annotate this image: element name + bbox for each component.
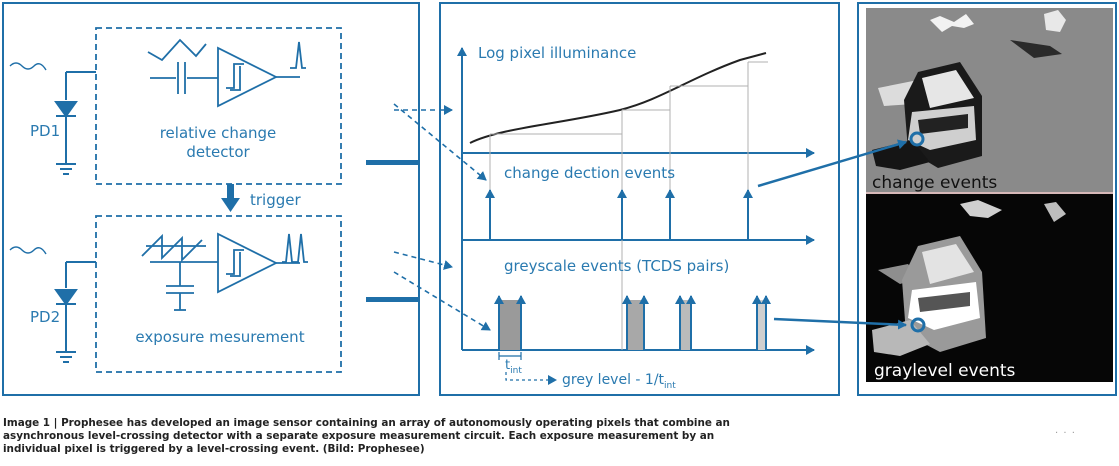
tcds-pair-arrows bbox=[494, 295, 771, 350]
page-marker-dots: · · · bbox=[1055, 428, 1076, 439]
spike-icon bbox=[282, 233, 308, 263]
tcds-bar bbox=[499, 300, 521, 350]
exposure-label: exposure mesurement bbox=[135, 328, 304, 346]
exposure-measurement-box bbox=[95, 215, 342, 373]
change-event-markers bbox=[485, 189, 753, 240]
photodiode-pd1 bbox=[9, 62, 96, 175]
middle-panel-frame bbox=[439, 2, 840, 396]
caption-line-2: asynchronous level-crossing detector wit… bbox=[3, 430, 715, 442]
light-wave-icon bbox=[9, 246, 47, 255]
dashed-connectors bbox=[393, 103, 491, 331]
pixel-architecture-diagram: PD1 relative change detector trigger bbox=[2, 2, 1117, 396]
light-wave-icon bbox=[9, 62, 47, 71]
left-panel-frame bbox=[2, 2, 420, 396]
change-detector-circuit bbox=[147, 38, 306, 108]
right-panel-frame bbox=[857, 2, 1117, 396]
trigger-label: trigger bbox=[250, 191, 301, 209]
change-events-axis-label: change dection events bbox=[504, 164, 675, 182]
figure-caption: Image 1 | Prophesee has developed an ima… bbox=[3, 417, 803, 456]
pointer-arrows-to-images bbox=[757, 139, 907, 330]
t-int-span-marker bbox=[498, 352, 557, 385]
change-detector-label-line2: detector bbox=[186, 143, 250, 161]
connector-bar-bottom bbox=[366, 297, 420, 302]
highlighted-pixel-marker bbox=[909, 131, 925, 147]
tcds-pair-bars bbox=[499, 300, 766, 350]
highlighted-pixel-marker bbox=[910, 317, 926, 333]
middle-panel-timing: Log pixel illuminance change dection eve… bbox=[393, 2, 840, 396]
caption-line-3: individual pixel is triggered by a level… bbox=[3, 443, 425, 455]
pd2-label: PD2 bbox=[30, 308, 60, 326]
comparator-amplifier-icon bbox=[217, 46, 279, 108]
hysteresis-icon bbox=[226, 63, 244, 91]
exposure-circuit bbox=[141, 232, 308, 311]
change-events-image: change events bbox=[866, 8, 1113, 193]
spike-icon bbox=[290, 41, 306, 69]
change-detector-label-line1: relative change bbox=[160, 124, 277, 142]
t-int-label: tint bbox=[505, 358, 522, 376]
grey-level-label: grey level - 1/tint bbox=[562, 372, 676, 391]
comparator-amplifier-icon bbox=[217, 232, 279, 294]
greyscale-events-axis-label: greyscale events (TCDS pairs) bbox=[504, 257, 729, 275]
change-events-image-label: change events bbox=[872, 173, 997, 193]
graylevel-events-image-label: graylevel events bbox=[874, 361, 1016, 381]
y-axis-label: Log pixel illuminance bbox=[478, 44, 636, 62]
graylevel-events-image: graylevel events bbox=[866, 194, 1113, 382]
tcds-bar bbox=[627, 300, 644, 350]
right-panel-event-images: change events graylevel events bbox=[857, 2, 1117, 396]
caption-line-1: Image 1 | Prophesee has developed an ima… bbox=[3, 417, 730, 429]
connector-bar-top bbox=[366, 160, 420, 165]
tcds-bar bbox=[757, 300, 766, 350]
photodiode-pd2 bbox=[9, 246, 96, 363]
tcds-bar bbox=[680, 300, 691, 350]
change-detector-box bbox=[95, 27, 342, 185]
left-panel-circuit: PD1 relative change detector trigger bbox=[2, 2, 420, 396]
waveform-icon bbox=[147, 38, 207, 62]
trigger-arrow bbox=[221, 184, 240, 212]
sawtooth-icon bbox=[141, 233, 206, 263]
illuminance-curve bbox=[469, 52, 767, 144]
hysteresis-icon bbox=[226, 249, 244, 277]
pd1-label: PD1 bbox=[30, 122, 60, 140]
